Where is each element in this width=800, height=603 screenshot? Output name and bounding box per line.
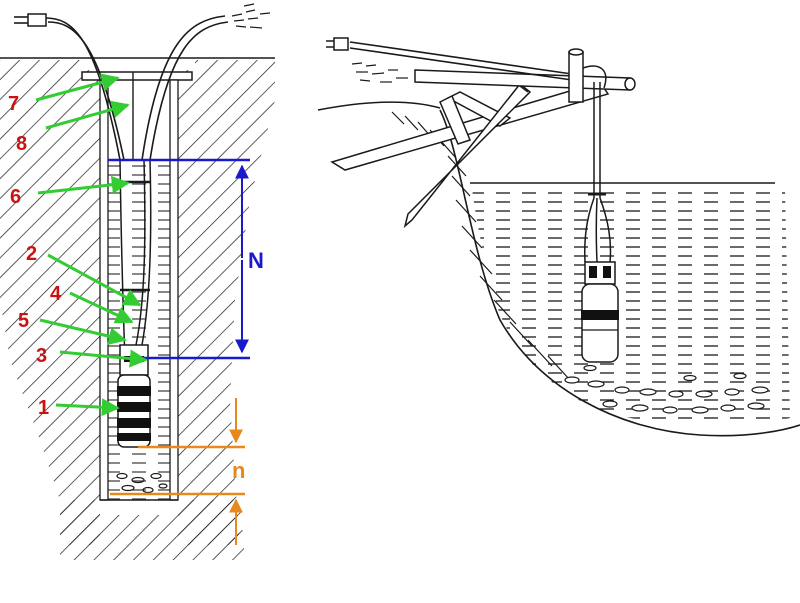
pond-water <box>472 188 790 425</box>
pond-water-spray <box>351 62 408 83</box>
label-N: N <box>248 248 264 273</box>
soil-right <box>178 60 275 545</box>
delivery-hose <box>141 15 226 161</box>
label-n: n <box>232 458 245 483</box>
gravel-bottom <box>116 472 168 494</box>
label-7: 7 <box>8 93 19 115</box>
part-labels: 7 8 6 2 4 5 3 1 <box>8 93 62 419</box>
water-spray <box>231 3 271 29</box>
callout-arrows <box>35 73 148 417</box>
label-4: 4 <box>50 283 62 305</box>
casing-wall-left <box>99 79 109 501</box>
pond-power-cable <box>349 41 573 75</box>
hanging-post <box>568 48 607 103</box>
well-cap <box>81 71 193 81</box>
support-stakes <box>330 81 610 229</box>
power-plug-icon <box>14 13 47 27</box>
label-1: 1 <box>38 397 49 419</box>
label-6: 6 <box>10 186 21 208</box>
pond-section <box>317 37 800 437</box>
label-3: 3 <box>36 345 47 367</box>
soil-bottom <box>60 500 245 560</box>
borehole-section <box>0 3 275 560</box>
label-5: 5 <box>18 310 29 332</box>
dimension-n: n <box>110 398 245 545</box>
label-2: 2 <box>26 243 37 265</box>
dimension-N: N <box>108 158 264 360</box>
label-8: 8 <box>16 133 27 155</box>
bank-top <box>317 101 441 111</box>
soil-left <box>0 60 100 545</box>
casing-wall-right <box>169 79 179 501</box>
pond-bottom-stones <box>564 364 769 414</box>
pond-plug-icon <box>326 37 349 51</box>
pond-pump <box>581 261 619 363</box>
